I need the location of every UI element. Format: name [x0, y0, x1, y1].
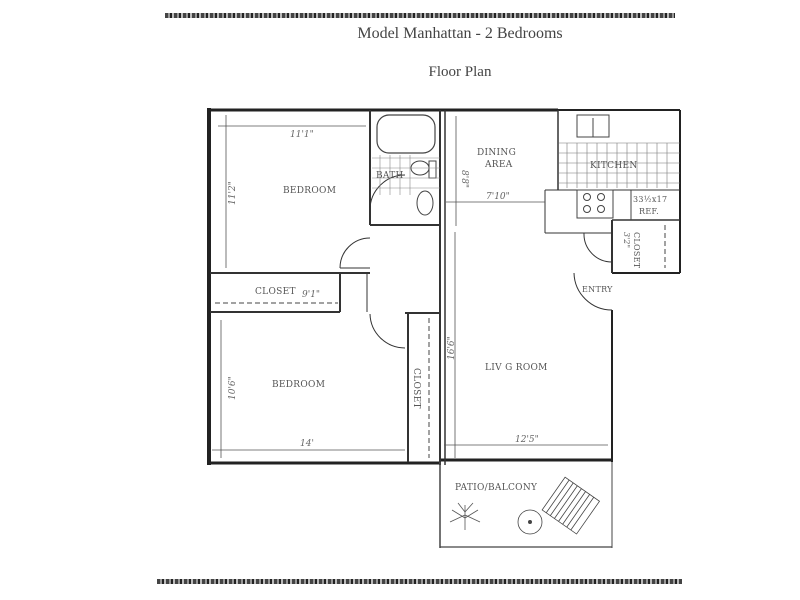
kitchen-label: KITCHEN [590, 161, 638, 171]
bedroom1-label: BEDROOM [283, 186, 336, 196]
bottom-border-bar [157, 579, 682, 584]
living-width: 12'5" [515, 435, 539, 445]
bath-label: BATH [376, 171, 404, 181]
page-title: Model Manhattan - 2 Bedrooms [357, 25, 563, 42]
closet-doors [215, 225, 666, 458]
top-border-bar [165, 13, 675, 18]
patio-label: PATIO/BALCONY [455, 483, 538, 493]
bedroom2-width: 14' [300, 439, 314, 449]
dimension-lines [212, 115, 608, 458]
closet1-width: 9'1" [302, 290, 320, 300]
bath-fixtures [372, 114, 440, 216]
bedroom1-depth: 11'2" [228, 181, 238, 205]
dining-depth: 8'8" [459, 170, 469, 188]
dining-label-line2: AREA [484, 160, 513, 170]
bedroom2-label: BEDROOM [272, 380, 325, 390]
bedroom1-width: 11'1" [290, 130, 314, 140]
entry-label: ENTRY [582, 285, 613, 294]
living-depth: 16'6" [447, 336, 457, 360]
outer-walls [207, 108, 681, 465]
page-subtitle: Floor Plan [428, 64, 492, 80]
dining-label-line1: DINING [477, 148, 516, 158]
fridge-label: REF. [639, 207, 659, 216]
bedroom2-depth: 10'6" [228, 376, 238, 400]
closet3-label: CLOSET [632, 232, 641, 269]
closet1-label: CLOSET [255, 287, 296, 297]
dining-width: 7'10" [486, 192, 510, 202]
closet3-depth: 3'2" [622, 232, 631, 248]
patio [439, 462, 613, 548]
kitchen-fixtures [559, 114, 680, 220]
living-room-label: LIV G ROOM [485, 363, 548, 373]
closet2-label: CLOSET [411, 368, 421, 409]
door-swings [339, 174, 613, 349]
plant-icon [449, 502, 481, 530]
fridge-size: 33½x17 [633, 195, 667, 204]
